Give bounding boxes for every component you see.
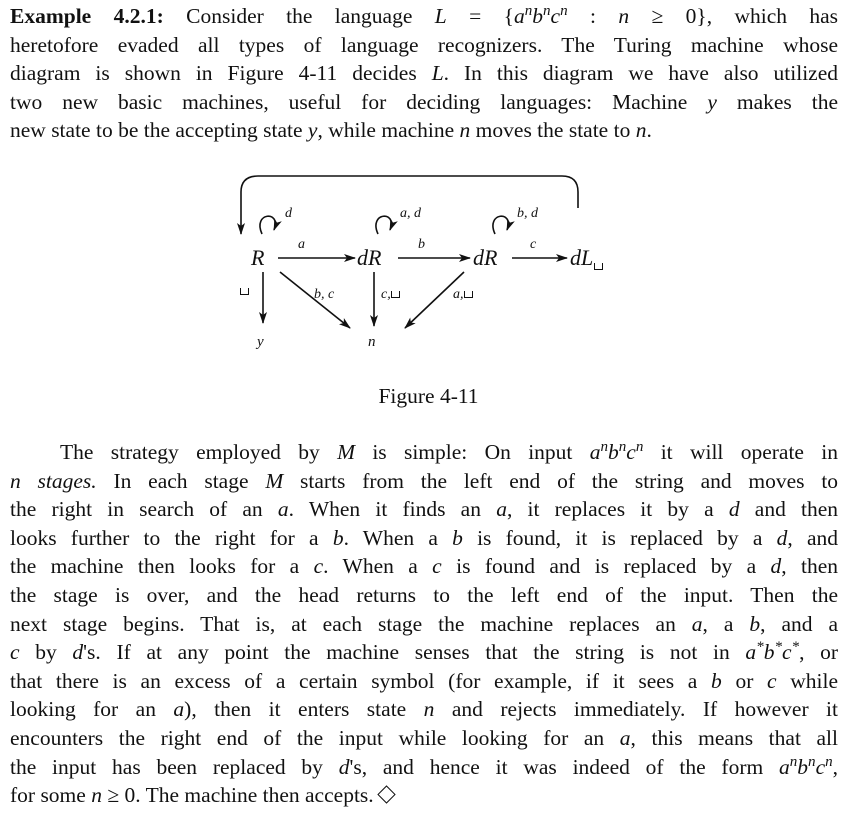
label-edge-r-n: b, c	[314, 287, 335, 302]
node-dr-2: dR	[473, 245, 498, 270]
loop-dr2	[492, 215, 515, 235]
label-edge-dr1-n: c,	[381, 288, 400, 302]
strategy-line-4: looks further to the right for a b. When…	[10, 525, 839, 550]
label-edge-r-dr1: a	[298, 237, 305, 252]
diagram-edges	[237, 175, 579, 329]
node-r: R	[251, 245, 265, 270]
example-line-1: Example 4.2.1: Consider the language L =…	[10, 2, 839, 28]
strategy-line-2: n stages. In each stage M starts from th…	[10, 468, 839, 493]
figure-caption: Figure 4-11	[378, 384, 479, 408]
example-line-5: new state to be the accepting state y, w…	[10, 118, 652, 143]
label-edge-dr2-dl: c	[530, 237, 537, 252]
strategy-line-5: the machine then looks for a c. When a c…	[10, 554, 839, 579]
language-set-definition: {anbncn : n ≥ 0},	[503, 2, 713, 28]
example-label: Example 4.2.1:	[10, 4, 164, 28]
loop-dr1	[375, 215, 398, 235]
strategy-line-8: c by d's. If at any point the machine se…	[10, 639, 839, 665]
blank-symbol-icon	[594, 263, 604, 270]
example-line-2: heretofore evaded all types of language …	[10, 32, 838, 57]
strategy-line-11: encounters the right end of the input wh…	[10, 725, 838, 750]
node-n-reject: n	[368, 334, 376, 350]
label-loop-dr1: a, d	[400, 206, 421, 221]
edge-dr2-n	[404, 271, 465, 329]
turing-machine-diagram: R dR dR dL y n d a, d b, d a b c b, c c,…	[0, 170, 857, 370]
label-edge-dr1-dr2: b	[418, 237, 425, 252]
strategy-line-12: the input has been replaced by d's, and …	[10, 753, 839, 779]
strategy-line-9: that there is an excess of a certain sym…	[10, 668, 839, 693]
example-line-3: diagram is shown in Figure 4-11 decides …	[10, 61, 839, 86]
blank-symbol-icon	[463, 291, 473, 298]
strategy-line-3: the right in search of an a. When it fin…	[10, 497, 839, 522]
node-dl-blank: dL	[570, 247, 604, 270]
node-dr-1: dR	[357, 245, 382, 270]
return-edge	[237, 175, 579, 235]
strategy-line-13: for some n ≥ 0. The machine then accepts…	[10, 781, 838, 810]
blank-symbol-icon	[390, 291, 400, 298]
strategy-paragraph: The strategy employed by M is simple: On…	[10, 438, 838, 810]
node-y-accept: y	[257, 334, 264, 350]
loop-r	[259, 215, 282, 235]
edge-r-n	[279, 271, 351, 329]
label-loop-dr2: b, d	[517, 206, 538, 221]
strategy-line-1: The strategy employed by M is simple: On…	[60, 438, 839, 464]
strategy-line-7: next stage begins. That is, at each stag…	[10, 611, 839, 636]
strategy-line-6: the stage is over, and the head returns …	[10, 582, 838, 607]
label-edge-dr2-n: a,	[453, 288, 473, 302]
strategy-line-10: looking for an a), then it enters state …	[10, 697, 839, 722]
label-loop-r: d	[285, 206, 292, 221]
example-paragraph: Example 4.2.1: Consider the language L =…	[10, 2, 838, 145]
blank-symbol-icon	[240, 288, 249, 295]
end-of-example-diamond-icon	[376, 785, 396, 804]
example-line-4: two new basic machines, useful for decid…	[10, 89, 839, 114]
